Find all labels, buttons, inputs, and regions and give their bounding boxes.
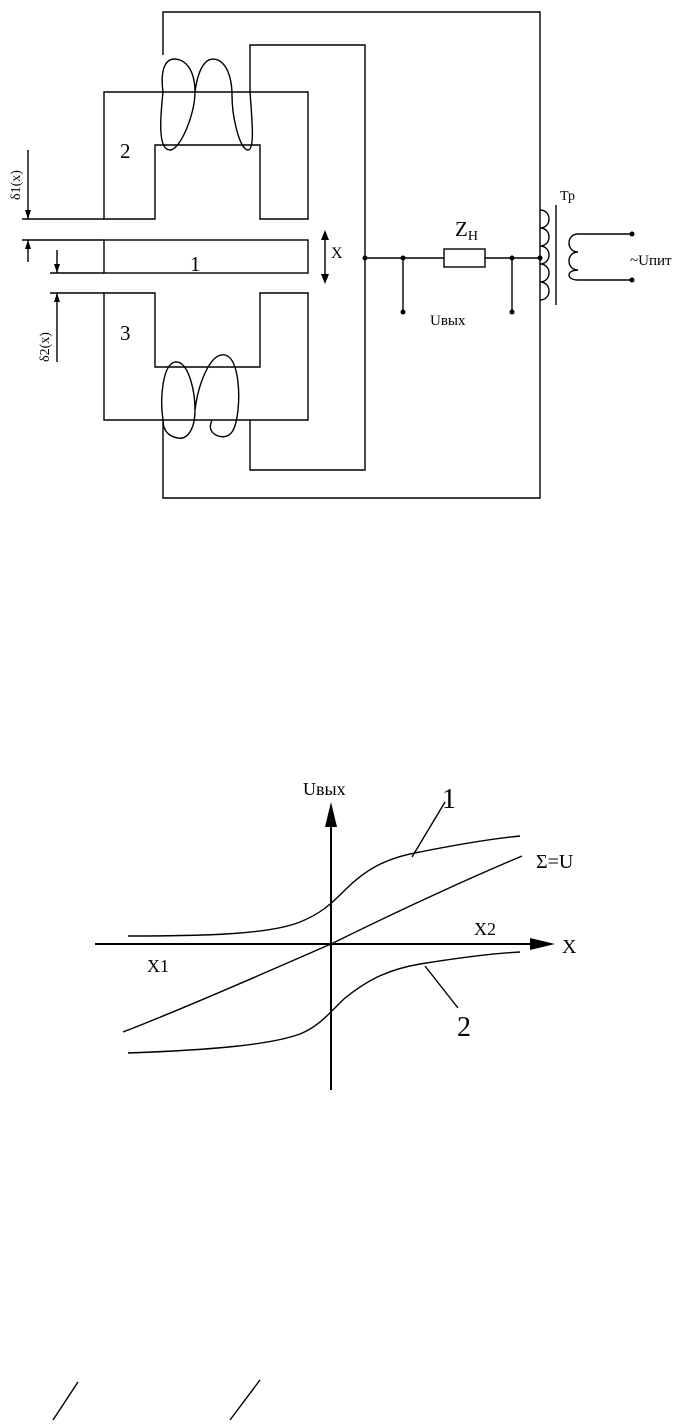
characteristic-graph: Uвых X X1 X2 1 2 Σ=U	[0, 760, 688, 1110]
outer-circuit-wire	[163, 12, 540, 498]
x1-label: X1	[147, 956, 169, 976]
supply-wires	[578, 234, 632, 280]
core-2	[104, 92, 308, 219]
gap-2-label: δ2(x)	[38, 332, 53, 362]
load-impedance	[444, 249, 485, 267]
slash-mark-left	[53, 1382, 78, 1420]
leader-curve-2	[425, 966, 458, 1008]
x-axis-arrowhead	[530, 938, 555, 950]
transformer-secondary	[569, 234, 578, 280]
core-2-label: 2	[120, 139, 131, 163]
transformer-label: Тр	[560, 189, 575, 204]
y-axis-arrowhead	[325, 802, 337, 827]
core-1-label: 1	[190, 252, 201, 276]
curve-1	[128, 836, 520, 936]
gap-dimension-lines	[22, 150, 104, 362]
curve-2-label: 2	[457, 1012, 471, 1043]
supply-label: ~Uпит	[630, 253, 672, 269]
sum-label: Σ=U	[536, 851, 574, 873]
junction-dots	[363, 256, 543, 315]
bottom-fragment	[0, 1374, 688, 1424]
slash-mark-right	[230, 1380, 260, 1420]
displacement-label: X	[331, 245, 343, 262]
y-axis-label: Uвых	[303, 779, 346, 799]
transformer-primary	[540, 210, 549, 300]
coil-top	[161, 59, 253, 150]
x-axis-label: X	[562, 936, 577, 958]
core-3	[104, 293, 308, 420]
output-wires	[365, 258, 540, 312]
curve-1-label: 1	[442, 784, 456, 815]
core-1	[104, 240, 308, 273]
schematic-diagram: 2 1 3 δ1(x) δ2(x) X ZН Uвых Тр ~Uпит	[0, 0, 688, 520]
core-3-label: 3	[120, 321, 131, 345]
x2-label: X2	[474, 919, 496, 939]
gap-1-label: δ1(x)	[9, 170, 24, 200]
output-label: Uвых	[430, 313, 466, 329]
impedance-label: ZН	[455, 217, 478, 244]
gap-arrows	[25, 210, 60, 302]
